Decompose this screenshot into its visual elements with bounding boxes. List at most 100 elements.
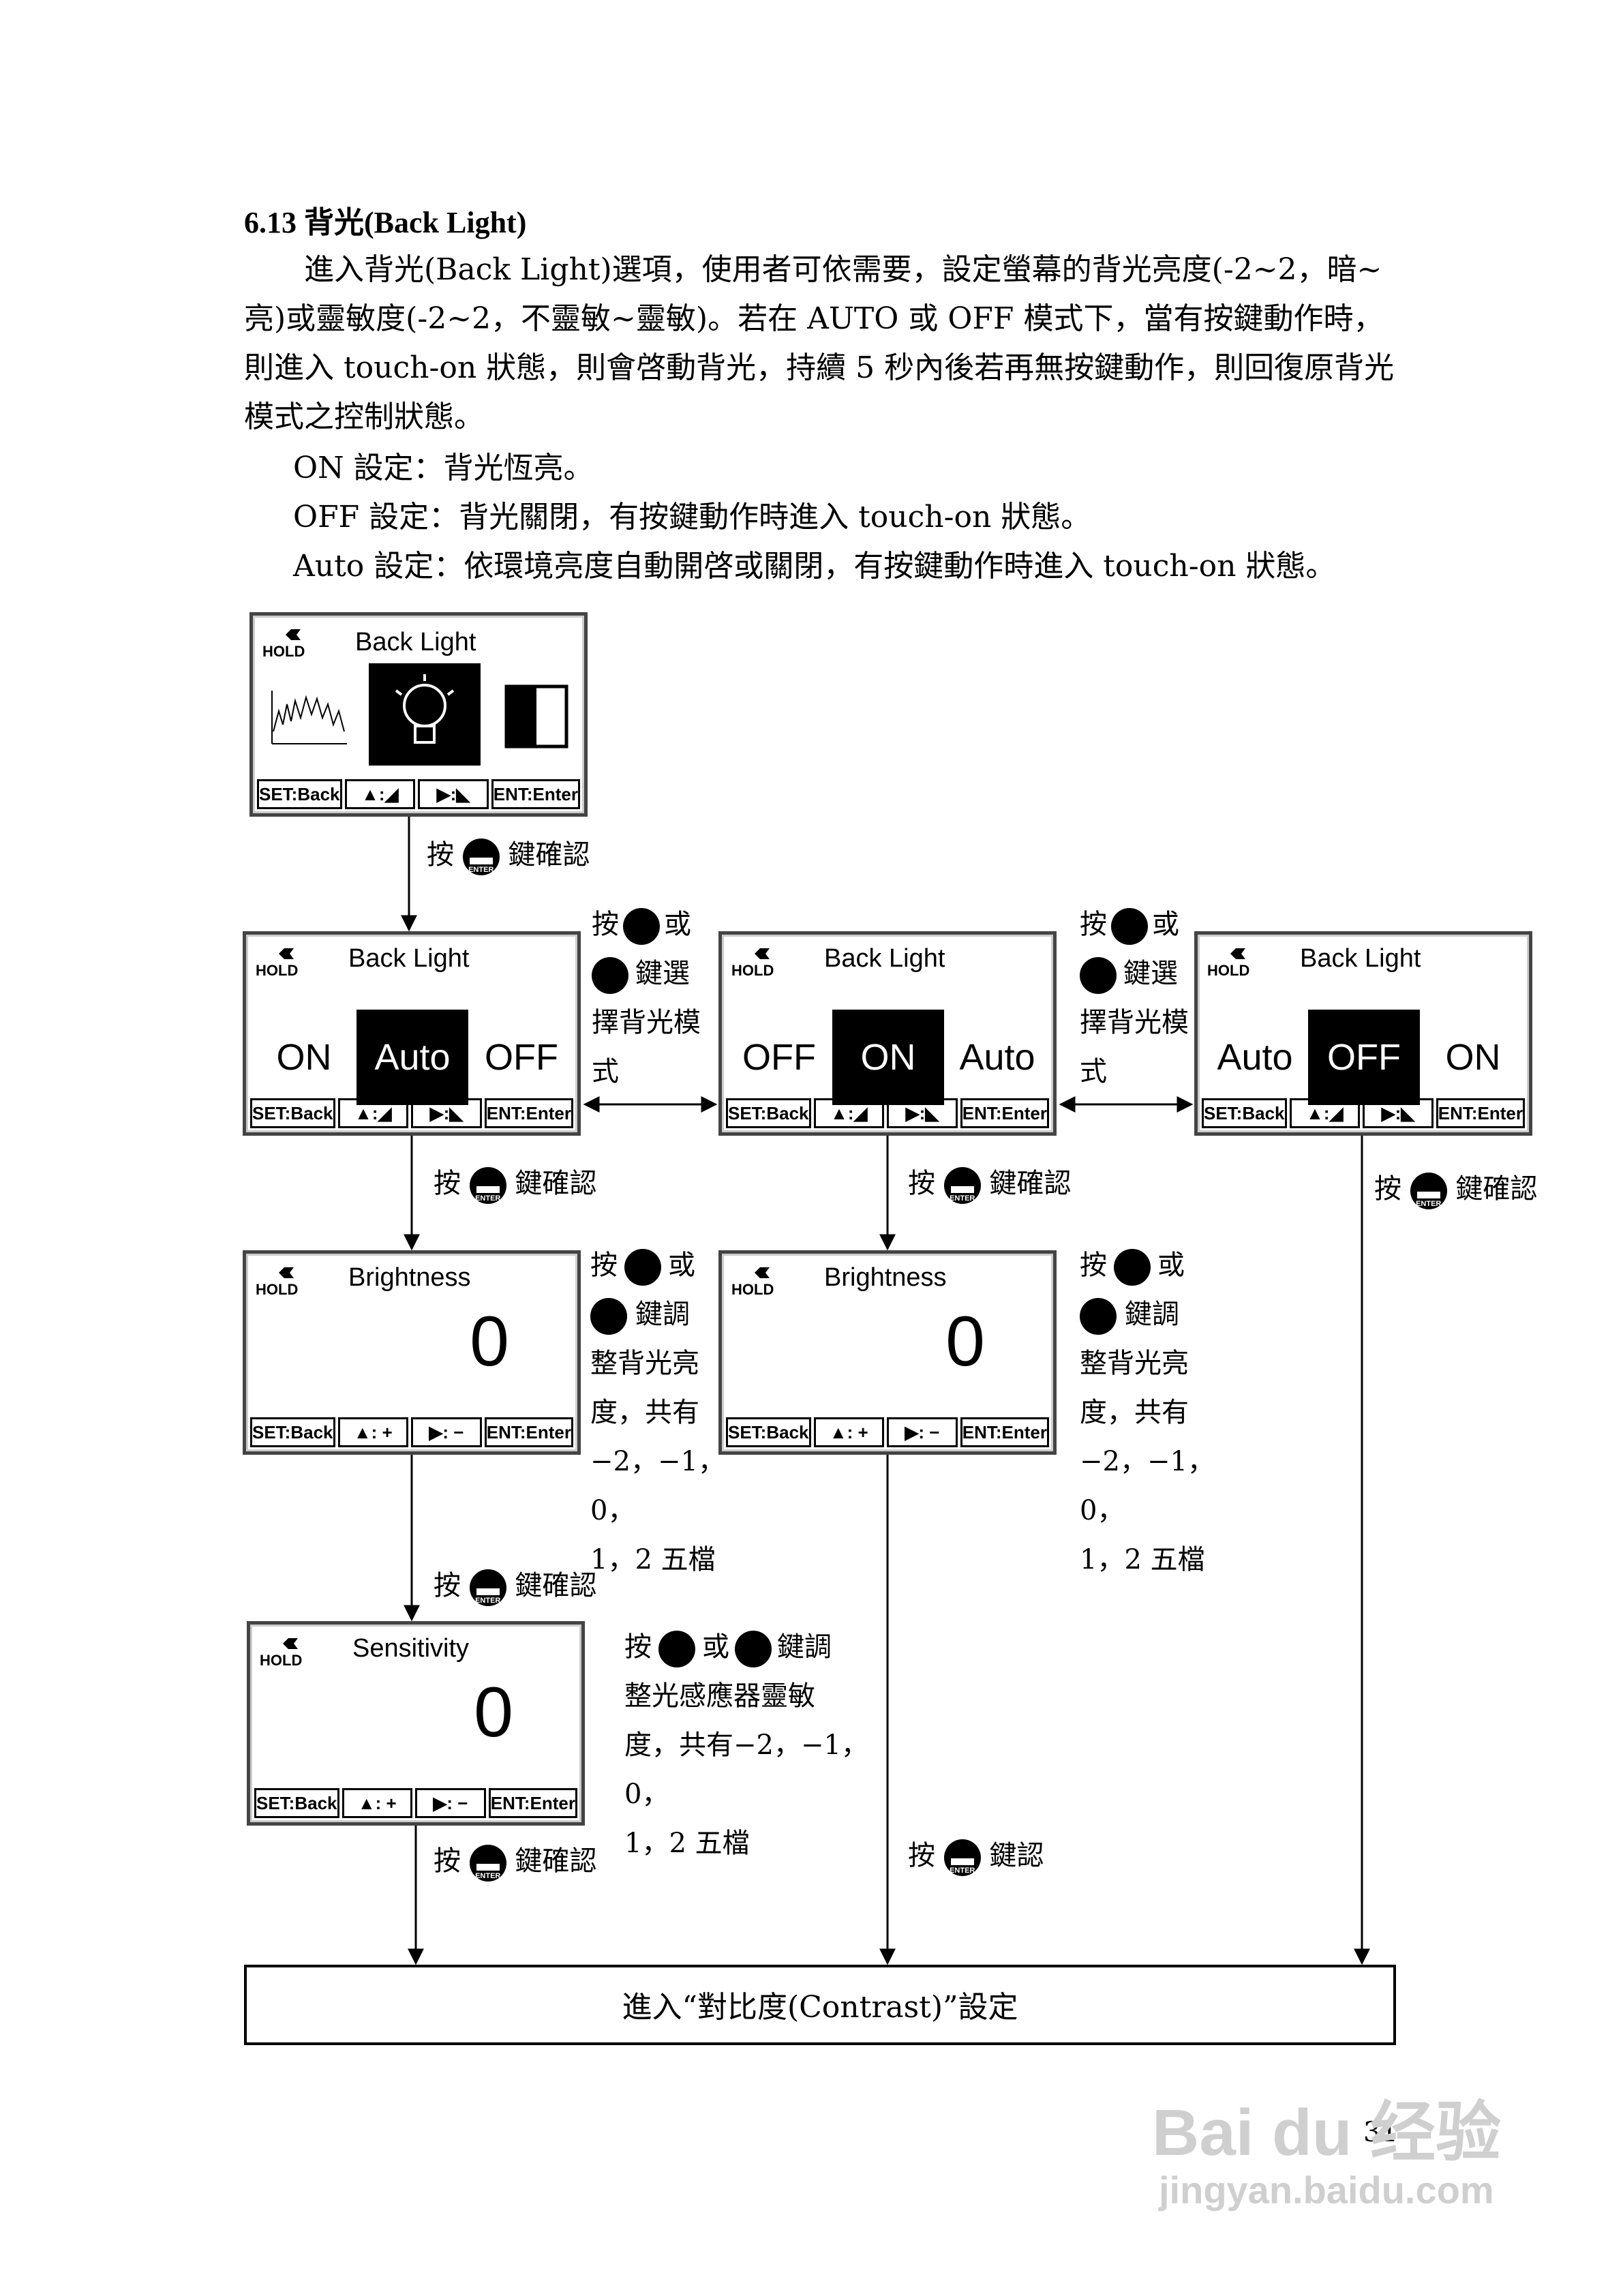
softkey-right: ▶:◣ — [411, 1098, 482, 1128]
contrast-icon — [504, 684, 568, 749]
softkey-up: ▲:◢ — [813, 1098, 885, 1128]
note-line: 擇背光模 — [592, 1007, 701, 1038]
softkey-right: ▶:◣ — [1363, 1098, 1434, 1128]
off-setting-line: OFF 設定：背光關閉，有按鍵動作時進入 touch-on 狀態。 — [293, 500, 1091, 534]
softkey-back: SET:Back — [250, 1417, 335, 1447]
note-line: 1，2 五檔 — [590, 1544, 716, 1575]
on-setting-line: ON 設定：背光恆亮。 — [293, 451, 594, 485]
contrast-setting-box: 進入“對比度(Contrast)”設定 — [244, 1965, 1396, 2045]
auto-setting-line: Auto 設定：依環境亮度自動開啓或關閉，有按鍵動作時進入 touch-on 狀… — [293, 549, 1336, 584]
note-or-text: 或 — [702, 1631, 729, 1663]
softkey-back: SET:Back — [726, 1417, 811, 1447]
softkey-back: SET:Back — [1202, 1098, 1287, 1128]
note-line: 整背光亮 — [590, 1348, 699, 1379]
note-press-text: 按 — [434, 1570, 461, 1601]
screen-backlight-menu: HOLD Back Light SET:Back ▲:◢ ▶:◣ ENT:Ent… — [249, 612, 588, 817]
mode-up-button-icon: MODE — [1111, 908, 1148, 957]
softkey-bar: SET:Back ▲: + ▶: − ENT:Enter — [250, 1417, 573, 1447]
intro-paragraph: 進入背光(Back Light)選項，使用者可依需要，設定螢幕的背光亮度(-2~… — [244, 252, 1395, 434]
note-line: 度，共有−2，−1，0， — [624, 1729, 868, 1810]
softkey-bar: SET:Back ▲:◢ ▶:◣ ENT:Enter — [257, 779, 580, 809]
note-line: 鍵調 — [777, 1631, 832, 1663]
softkey-bar: SET:Back ▲:◢ ▶:◣ ENT:Enter — [726, 1098, 1049, 1128]
note-press-text: 按 — [590, 1250, 618, 1281]
screen-title: Back Light — [824, 944, 945, 973]
softkey-bar: SET:Back ▲:◢ ▶:◣ ENT:Enter — [1202, 1098, 1525, 1128]
screen-title: Brightness — [348, 1263, 471, 1292]
softkey-right: ▶:◣ — [418, 779, 489, 809]
softkey-enter: ENT:Enter — [491, 779, 580, 809]
note-press-text: 按 — [1080, 909, 1107, 940]
hold-label: HOLD — [731, 962, 774, 979]
note-line: 鍵選 — [635, 958, 690, 989]
note-press-text: 按 — [434, 1845, 461, 1877]
softkey-enter: ENT:Enter — [960, 1417, 1049, 1447]
mode-option: Auto — [959, 1037, 1035, 1078]
graph-icon — [271, 691, 347, 744]
note-press-text: 按 — [908, 1840, 935, 1871]
note-press-enter: 按 ENTER 鍵認 — [908, 1831, 1044, 1880]
softkey-minus: ▶: − — [887, 1417, 958, 1447]
softkey-plus: ▲: + — [342, 1788, 413, 1818]
note-line: −2，−1，0， — [1080, 1446, 1215, 1526]
note-confirm-text: 鍵確認 — [989, 1168, 1072, 1199]
softkey-right: ▶:◣ — [887, 1098, 958, 1128]
note-line: 鍵調 — [1125, 1299, 1179, 1330]
screen-brightness: HOLD Brightness 0 SET:Back ▲: + ▶: − ENT… — [718, 1250, 1057, 1455]
note-confirm-text: 鍵確認 — [515, 1168, 597, 1199]
mode-up-button-icon: MODE — [623, 908, 660, 957]
screen-title: Brightness — [824, 1263, 947, 1292]
hold-label: HOLD — [262, 643, 305, 660]
hold-wrench-icon — [734, 948, 770, 959]
enter-button-icon: ENTER — [469, 1845, 506, 1882]
screen-mode-off: HOLD Back Light Auto OFF ON SET:Back ▲:◢… — [1194, 931, 1532, 1136]
mode-up-button-icon: MODE — [590, 1298, 627, 1347]
softkey-enter: ENT:Enter — [484, 1417, 573, 1447]
hold-label: HOLD — [1207, 962, 1250, 979]
enter-button-icon: ENTER — [469, 1167, 506, 1204]
note-press-enter: 按 ENTER 鍵確認 — [1374, 1164, 1537, 1213]
note-line: 度，共有 — [590, 1397, 699, 1428]
note-or-text: 或 — [664, 909, 691, 940]
note-confirm-text: 鍵確認 — [508, 839, 590, 871]
hold-wrench-icon — [1210, 948, 1245, 959]
screen-sensitivity: HOLD Sensitivity 0 SET:Back ▲: + ▶: − EN… — [247, 1621, 585, 1826]
note-or-text: 或 — [1157, 1250, 1185, 1281]
screen-title: Sensitivity — [352, 1634, 470, 1663]
note-press-enter: 按 ENTER 鍵確認 — [434, 1561, 596, 1610]
hold-wrench-icon — [258, 948, 294, 959]
enter-button-icon: ENTER — [462, 839, 500, 875]
softkey-enter: ENT:Enter — [1436, 1098, 1525, 1128]
sensitivity-value: 0 — [474, 1673, 513, 1752]
note-line: 鍵調 — [635, 1299, 690, 1330]
lightbulb-icon — [395, 674, 455, 744]
note-confirm-text: 鍵確認 — [515, 1845, 597, 1877]
hold-wrench-icon — [734, 1267, 770, 1278]
enter-button-icon: ENTER — [1410, 1173, 1447, 1209]
screen-title: Back Light — [348, 944, 470, 973]
note-line: 鍵選 — [1123, 958, 1178, 989]
note-press-text: 按 — [908, 1168, 935, 1199]
mode-option: Auto — [1217, 1037, 1293, 1078]
softkey-bar: SET:Back ▲: + ▶: − ENT:Enter — [726, 1417, 1049, 1447]
softkey-up: ▲:◢ — [337, 1098, 409, 1128]
note-line: 式 — [592, 1056, 619, 1087]
note-line: 度，共有 — [1080, 1397, 1189, 1428]
note-press-text: 按 — [434, 1168, 461, 1199]
section-heading: 6.13 背光(Back Light) — [244, 206, 527, 239]
note-press-enter: 按 ENTER 鍵確認 — [434, 1159, 596, 1208]
note-press-enter: 按 ENTER 鍵確認 — [427, 830, 590, 879]
softkey-back: SET:Back — [257, 779, 342, 809]
note-press-text: 按 — [624, 1631, 652, 1663]
note-line: 1，2 五檔 — [1080, 1544, 1205, 1575]
screen-brightness: HOLD Brightness 0 SET:Back ▲: + ▶: − ENT… — [243, 1250, 581, 1455]
mode-option-selected: Auto — [357, 1010, 468, 1105]
mode-up-button-icon: MODE — [1080, 1298, 1117, 1347]
screen-title: Back Light — [1300, 944, 1421, 973]
